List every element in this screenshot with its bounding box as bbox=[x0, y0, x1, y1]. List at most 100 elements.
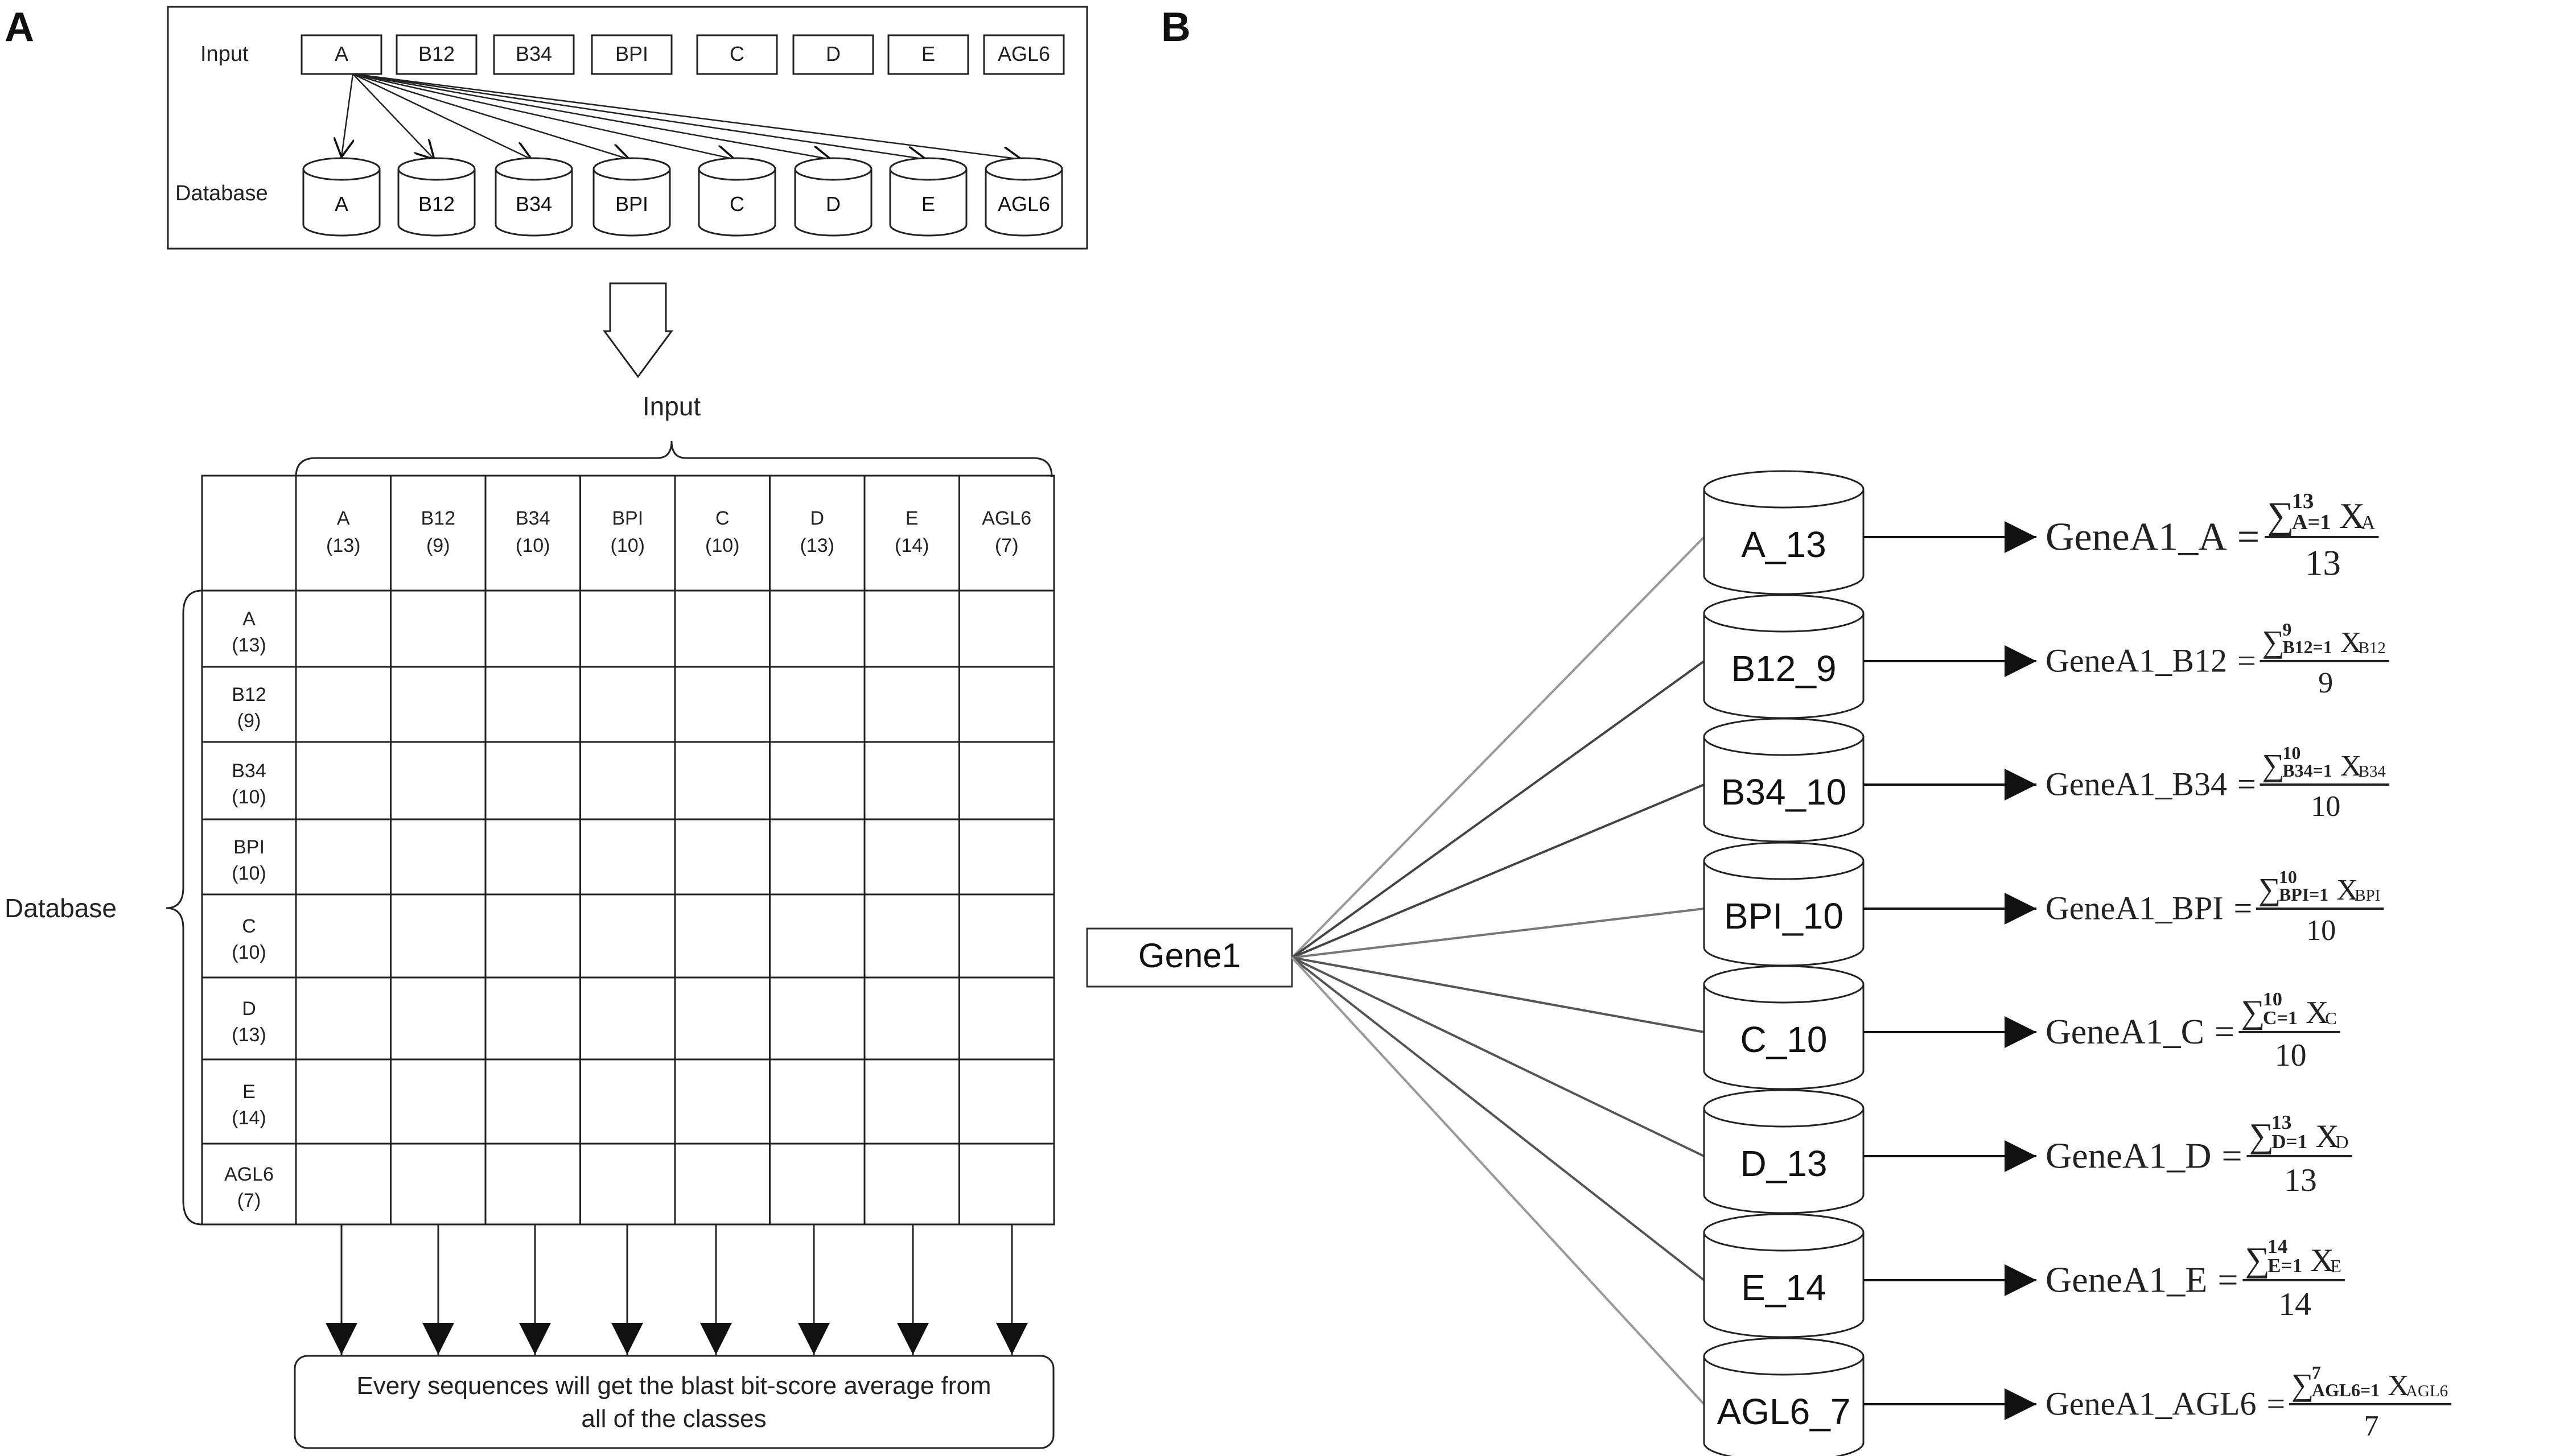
database-brace bbox=[166, 589, 203, 1226]
input-box-label: B34 bbox=[516, 42, 552, 65]
row-header-count: (10) bbox=[232, 863, 266, 884]
cylinder-body bbox=[1703, 1108, 1865, 1214]
gene-link-6 bbox=[1291, 956, 1705, 1281]
sigma-icon: ∑ bbox=[2262, 748, 2284, 782]
input-box-c: C bbox=[696, 34, 778, 75]
database-cylinder-c: C bbox=[698, 157, 776, 237]
blast-arrow-c bbox=[352, 73, 735, 159]
class-database-genea1_c: C_10 bbox=[1703, 965, 1865, 1090]
summand-x: X bbox=[2339, 496, 2365, 536]
sigma-icon: ∑ bbox=[2262, 624, 2284, 659]
sum-lower-limit: B34=1 bbox=[2282, 761, 2332, 781]
row-header-count: (13) bbox=[232, 634, 266, 656]
gene-link-1 bbox=[1291, 660, 1705, 959]
column-header-agl6: AGL6(7) bbox=[982, 508, 1031, 556]
cylinder-body bbox=[1703, 984, 1865, 1090]
column-header-count: (9) bbox=[426, 535, 450, 556]
cylinder-top bbox=[889, 157, 968, 181]
summary-line-2: all of the classes bbox=[581, 1405, 766, 1433]
summary-line-1: Every sequences will get the blast bit-s… bbox=[356, 1372, 991, 1400]
row-header-a: A (13) bbox=[232, 608, 266, 656]
class-database-genea1_agl6: AGL6_7 bbox=[1703, 1337, 1865, 1456]
row-header-name: B12 bbox=[232, 684, 266, 706]
column-header-name: D bbox=[810, 508, 824, 529]
denominator: 14 bbox=[2278, 1286, 2311, 1322]
gene-box: Gene1 bbox=[1086, 927, 1293, 988]
input-box-label: A bbox=[335, 42, 348, 65]
column-header-count: (10) bbox=[705, 535, 739, 556]
cylinder-label: B34_10 bbox=[1721, 772, 1847, 812]
summand-x: X bbox=[2340, 749, 2362, 782]
blast-arrow-b12 bbox=[352, 73, 434, 159]
class-database-genea1_b34: B34_10 bbox=[1703, 717, 1865, 843]
row-header-name: BPI bbox=[233, 836, 265, 858]
input-box-agl6: AGL6 bbox=[983, 34, 1065, 75]
panel-label-a: A bbox=[5, 5, 34, 50]
equals-sign: = bbox=[2237, 642, 2256, 679]
score-matrix: A (13) B12 (9) B34 (10) BPI (10) C(10) D (13) E(14)… bbox=[201, 475, 1055, 1226]
sum-lower-limit: D=1 bbox=[2271, 1131, 2307, 1153]
cylinder-top bbox=[495, 157, 573, 181]
summand-subscript: BPI bbox=[2355, 886, 2380, 905]
cylinder-body bbox=[889, 169, 968, 237]
hollow-down-arrow-icon bbox=[603, 282, 673, 378]
sum-upper-limit: 13 bbox=[2271, 1111, 2291, 1133]
gene-link-0 bbox=[1291, 536, 1705, 959]
column-header-d: D (13) bbox=[800, 508, 834, 556]
row-header-name: A bbox=[242, 608, 256, 630]
input-box-b34: B34 bbox=[493, 34, 575, 75]
formula-lhs: GeneA1_AGL6 bbox=[2046, 1385, 2256, 1422]
matrix-down-arrows bbox=[326, 1224, 1028, 1355]
cylinder-label: E bbox=[921, 192, 935, 216]
cylinder-label: BPI bbox=[615, 192, 648, 216]
sum-lower-limit: E=1 bbox=[2267, 1255, 2302, 1277]
denominator: 10 bbox=[2275, 1038, 2307, 1073]
column-header-count: (13) bbox=[326, 535, 360, 556]
summand-subscript: AGL6 bbox=[2406, 1382, 2448, 1400]
panel-label-b: B bbox=[1161, 5, 1191, 50]
sigma-icon: ∑ bbox=[2267, 495, 2294, 537]
row-header-count: (7) bbox=[237, 1190, 261, 1211]
column-header-count: (10) bbox=[516, 535, 550, 556]
input-box-d: D bbox=[792, 34, 874, 75]
summary-box: Every sequences will get the blast bit-s… bbox=[294, 1355, 1055, 1449]
formula-lhs: GeneA1_B12 bbox=[2046, 642, 2227, 679]
matrix-input-label: Input bbox=[643, 391, 701, 421]
row-header-count: (14) bbox=[232, 1107, 266, 1129]
row-header-count: (10) bbox=[232, 786, 266, 808]
sum-upper-limit: 13 bbox=[2292, 489, 2314, 513]
class-database-genea1_a: A_13 bbox=[1703, 470, 1865, 595]
cylinder-top bbox=[1703, 594, 1865, 633]
row-header-count: (13) bbox=[232, 1024, 266, 1046]
row-header-e: E(14) bbox=[232, 1081, 266, 1129]
gene-link-5 bbox=[1291, 956, 1705, 1157]
blast-arrow-bpi bbox=[352, 73, 629, 159]
column-header-count: (13) bbox=[800, 535, 834, 556]
cylinder-top bbox=[1703, 1213, 1865, 1252]
input-box-label: D bbox=[826, 42, 841, 65]
input-box-label: E bbox=[921, 42, 935, 65]
input-class-boxes: A B12 B34 BPI C D E AGL6 bbox=[301, 34, 1065, 75]
gene-link-4 bbox=[1291, 956, 1705, 1033]
formula-lhs: GeneA1_D bbox=[2046, 1135, 2211, 1175]
input-box-label: BPI bbox=[615, 42, 648, 65]
row-header-name: B34 bbox=[232, 760, 266, 782]
cylinder-label: B12 bbox=[418, 192, 455, 216]
sigma-icon: ∑ bbox=[2241, 993, 2265, 1030]
cylinder-body bbox=[1703, 489, 1865, 595]
summand-x: X bbox=[2306, 995, 2328, 1030]
cylinder-label: AGL6_7 bbox=[1717, 1391, 1851, 1432]
summand-subscript: B34 bbox=[2359, 762, 2386, 781]
row-header-count: (9) bbox=[237, 710, 261, 732]
input-box-b12: B12 bbox=[396, 34, 478, 75]
denominator: 10 bbox=[2311, 790, 2340, 823]
sum-upper-limit: 10 bbox=[2279, 867, 2297, 887]
summand-x: X bbox=[2336, 873, 2358, 906]
row-header-c: C(10) bbox=[232, 915, 266, 963]
